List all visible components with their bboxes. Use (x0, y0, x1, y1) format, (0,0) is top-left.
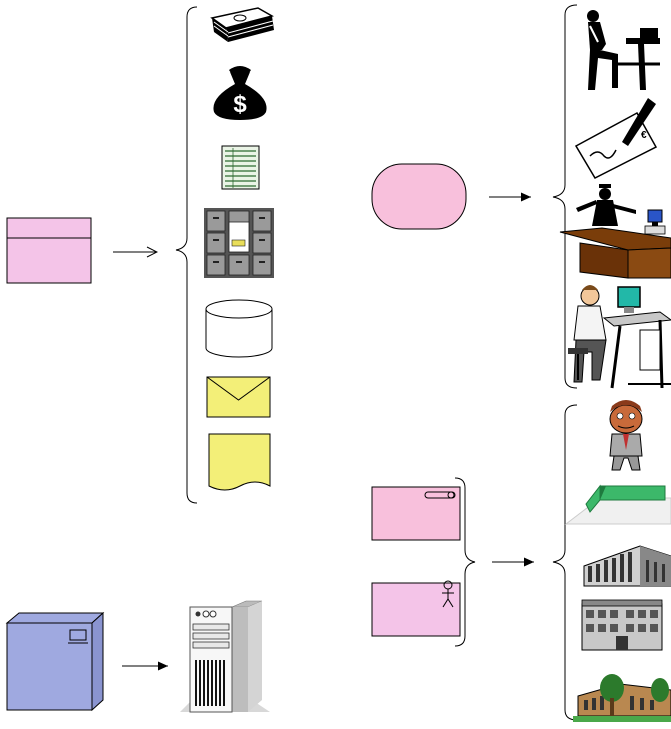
office-desk-icon (559, 225, 671, 279)
database-cylinder-icon (205, 299, 273, 358)
envelope-icon (206, 376, 271, 418)
money-stack-icon (210, 7, 274, 42)
clerk-at-desk-icon (576, 184, 663, 226)
fence-enclosure-icon (564, 484, 671, 525)
computer-operator-icon (568, 285, 671, 389)
check-signing-icon: € (574, 98, 658, 179)
file-cabinets-icon (204, 208, 274, 278)
svg-text:€: € (641, 130, 647, 141)
brace-group-1 (175, 6, 198, 504)
person-cartoon-icon (609, 400, 643, 471)
seated-worker-icon (587, 10, 660, 90)
pink-component-node-2 (371, 580, 461, 637)
server-tower-icon (180, 600, 270, 713)
pink-component-node-1 (371, 486, 461, 541)
money-bag-icon: $ (213, 66, 267, 120)
brace-group-2 (552, 4, 578, 389)
bracket-component-nodes (454, 477, 476, 647)
pink-rectangle-node (6, 217, 92, 284)
office-building-icon (583, 545, 671, 587)
ledger-document-icon (221, 145, 260, 190)
campus-building-icon (573, 674, 671, 722)
apartment-building-icon (581, 599, 663, 651)
svg-text:$: $ (233, 91, 247, 118)
note-page-icon (208, 433, 271, 491)
blue-device-node (5, 611, 105, 712)
pink-rounded-node (371, 163, 467, 230)
brace-group-3 (552, 404, 578, 721)
